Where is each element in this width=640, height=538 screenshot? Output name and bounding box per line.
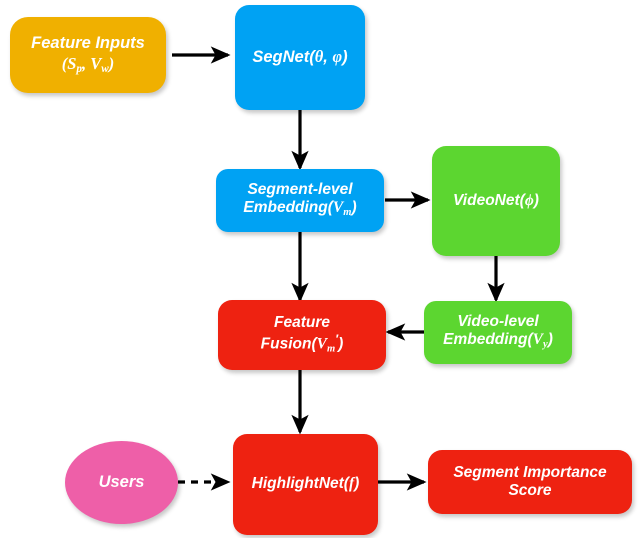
node-segment-level-embedding-label: Segment-level Embedding(Vm): [243, 181, 357, 219]
node-users[interactable]: Users: [65, 441, 178, 524]
node-videonet-label: VideoNet(ϕ): [453, 191, 539, 209]
node-videonet[interactable]: VideoNet(ϕ): [432, 146, 560, 256]
node-segment-level-embedding[interactable]: Segment-level Embedding(Vm): [216, 169, 384, 232]
node-video-level-embedding[interactable]: Video-level Embedding(Vy): [424, 301, 572, 364]
node-feature-fusion-label: Feature Fusion(Vm′): [260, 313, 344, 355]
node-video-level-embedding-label: Video-level Embedding(Vy): [443, 313, 553, 351]
node-feature-inputs-label: Feature Inputs (Sp, Vw): [31, 34, 145, 75]
node-users-label: Users: [98, 472, 145, 491]
node-segnet-label: SegNet(θ, φ): [252, 47, 348, 67]
node-segment-importance-score[interactable]: Segment Importance Score: [428, 450, 632, 514]
node-segment-importance-score-label: Segment Importance Score: [453, 463, 607, 499]
node-feature-inputs[interactable]: Feature Inputs (Sp, Vw): [10, 17, 166, 93]
node-segnet[interactable]: SegNet(θ, φ): [235, 5, 365, 110]
node-highlightnet-label: HighlightNet(f): [251, 475, 360, 493]
node-highlightnet[interactable]: HighlightNet(f): [233, 434, 378, 535]
node-feature-fusion[interactable]: Feature Fusion(Vm′): [218, 300, 386, 370]
